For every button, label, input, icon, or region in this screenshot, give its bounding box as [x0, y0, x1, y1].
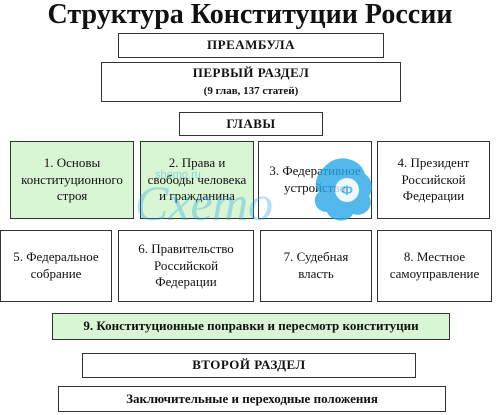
- chapter-3-box: 3. Федеративное устройство: [258, 141, 372, 219]
- final-provisions-label: Заключительные и переходные положения: [126, 390, 378, 406]
- preamble-box: ПРЕАМБУЛА: [118, 33, 384, 58]
- chapters-header-label: ГЛАВЫ: [226, 115, 276, 131]
- chapter-4-label: 4. Президент Российской Федерации: [397, 154, 470, 204]
- chapter-7-label: 7. Судебная власть: [283, 249, 349, 281]
- chapter-8-label: 8. Местное самоуправление: [389, 249, 480, 281]
- chapter-6-box: 6. Правительство Российской Федерации: [118, 230, 254, 302]
- chapter-2-label: 2. Права и свободы человека и гражданина: [147, 154, 247, 204]
- final-provisions-box: Заключительные и переходные положения: [58, 386, 446, 412]
- chapter-3-label: 3. Федеративное устройство: [269, 163, 361, 195]
- first-section-box: ПЕРВЫЙ РАЗДЕЛ (9 глав, 137 статей): [101, 62, 401, 102]
- chapter-5-box: 5. Федеральное собрание: [0, 230, 112, 302]
- chapter-2-box: 2. Права и свободы человека и гражданина: [140, 141, 254, 219]
- preamble-label: ПРЕАМБУЛА: [207, 37, 295, 53]
- chapter-7-box: 7. Судебная власть: [260, 230, 372, 302]
- diagram-title: Структура Конституции России: [47, 0, 453, 30]
- chapter-8-box: 8. Местное самоуправление: [377, 230, 492, 302]
- first-section-note: (9 глав, 137 статей): [203, 85, 299, 98]
- chapter-4-box: 4. Президент Российской Федерации: [377, 141, 490, 219]
- chapter-9-box: 9. Конституционные поправки и пересмотр …: [52, 313, 450, 340]
- chapter-5-label: 5. Федеральное собрание: [13, 249, 99, 281]
- second-section-label: ВТОРОЙ РАЗДЕЛ: [192, 357, 306, 373]
- chapters-header-box: ГЛАВЫ: [179, 112, 323, 136]
- chapter-9-label: 9. Конституционные поправки и пересмотр …: [83, 318, 419, 334]
- chapter-6-label: 6. Правительство Российской Федерации: [138, 240, 234, 290]
- chapter-1-label: 1. Основы конституционного строя: [21, 154, 123, 204]
- second-section-box: ВТОРОЙ РАЗДЕЛ: [82, 353, 416, 378]
- chapter-1-box: 1. Основы конституционного строя: [10, 141, 134, 219]
- first-section-label: ПЕРВЫЙ РАЗДЕЛ: [192, 65, 310, 81]
